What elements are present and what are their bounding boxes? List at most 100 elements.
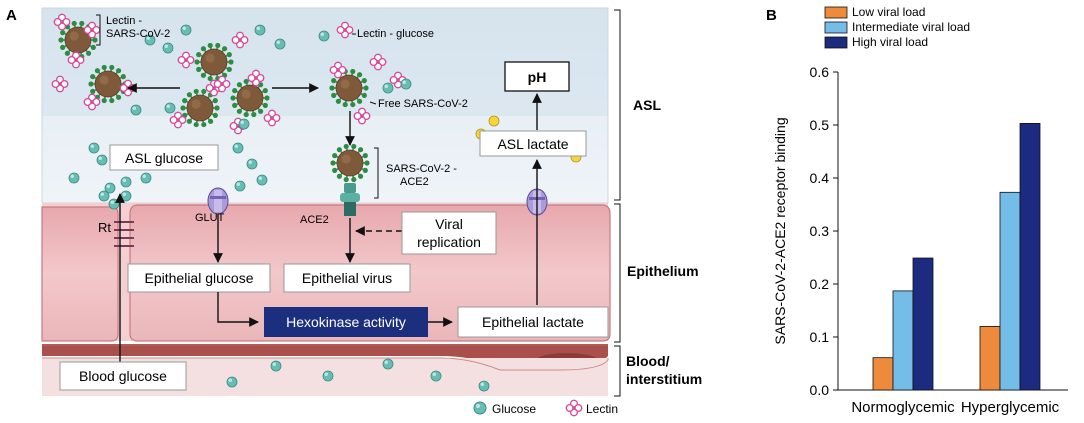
ace2-receptor-icon [340, 183, 360, 216]
glucose-icon [120, 176, 132, 188]
lectin-icon [213, 75, 231, 93]
ace2-bound-virus-icon [330, 143, 370, 183]
y-tick-label: 0.3 [810, 223, 830, 239]
lectin-icon [177, 51, 195, 69]
virus-group [58, 20, 370, 183]
glucose-icon [322, 370, 334, 382]
glucose-icon [318, 30, 330, 42]
y-axis-label: SARS-CoV-2-ACE2 receptor binding [772, 117, 788, 344]
bar [872, 357, 894, 391]
region-epithelium-label: Epithelium [627, 263, 699, 279]
lectin-bound-virus-icon [194, 42, 234, 82]
blood-glucose-label: Blood glucose [79, 368, 167, 384]
glucose-icon [478, 380, 490, 392]
epithelial-glucose-label: Epithelial glucose [145, 270, 254, 286]
glucose-icon [274, 38, 286, 50]
lectin-icon [329, 61, 347, 79]
glucose-icon [270, 360, 282, 372]
viral-replication-box [401, 211, 497, 255]
glut-label: GLUT [195, 212, 225, 224]
region-blood-label-2: interstitium [626, 371, 702, 387]
lectin-icon [336, 21, 354, 39]
glucose-icon [234, 180, 246, 192]
glut-transporter-icon [207, 187, 229, 215]
glucose-icon [232, 142, 244, 154]
free-cov2-label: Free SARS-CoV-2 [378, 98, 468, 110]
glucose-icon [140, 172, 152, 184]
epithelial-lactate-box [457, 306, 609, 338]
glucose-icon [68, 172, 80, 184]
epithelial-virus-box [283, 263, 411, 293]
glucose-icon [104, 182, 116, 194]
y-tick-label: 0.6 [810, 64, 830, 80]
lectin-cov2-label-1: Lectin - [106, 15, 142, 27]
bar [979, 325, 1001, 391]
asl-glucose-box [109, 144, 219, 171]
blood-glucose-box [59, 361, 187, 391]
legend-swatch [824, 21, 848, 34]
x-tick-label: Hyperglycemic [961, 399, 1060, 416]
region-blood-label-1: Blood/ [626, 353, 670, 369]
asl-glucose-label: ASL glucose [125, 150, 203, 166]
free-virus-icon [329, 68, 369, 108]
lectin-icon [369, 53, 387, 71]
glucose-icon [430, 370, 442, 382]
viral-replication-label-1: Viral [435, 216, 463, 232]
ph-box [504, 61, 570, 92]
asl-lactate-box [479, 130, 587, 157]
y-tick-label: 0.1 [810, 329, 830, 345]
x-tick-label: Normoglycemic [851, 399, 955, 416]
lectin-icon [169, 111, 187, 129]
lectin-legend-glyph [565, 399, 583, 417]
glucose-icon [254, 24, 266, 36]
lectin-icon [51, 75, 69, 93]
glucose-icon [256, 174, 268, 186]
lectin-icon [247, 69, 265, 87]
tight-junction-icon [114, 221, 134, 247]
lectin-icon [353, 107, 371, 125]
lectin-icon [83, 93, 101, 111]
lactate-icon [488, 115, 500, 127]
glucose-icon [120, 190, 132, 202]
asl-lactate-label: ASL lactate [497, 136, 568, 152]
glucose-legend-icon [473, 401, 487, 415]
bar [892, 290, 914, 391]
epithelial-glucose-box [127, 263, 271, 293]
lectin-icon [53, 13, 71, 31]
glucose-icon [88, 142, 100, 154]
rt-label: Rt [98, 220, 111, 235]
lectin-glucose-label: Lectin - glucose [357, 28, 434, 40]
panel-a: A Rt Lectin - SARS-CoV-2 [6, 7, 702, 417]
bar [912, 257, 934, 391]
epithelial-virus-label: Epithelial virus [302, 270, 392, 286]
glucose-icon [382, 358, 394, 370]
glucose-icon [144, 34, 156, 46]
legend-swatch [824, 36, 848, 49]
region-asl-label: ASL [633, 97, 661, 113]
glucose-icon [130, 104, 142, 116]
y-tick-label: 0.4 [810, 170, 830, 186]
glucose-icon [164, 102, 176, 114]
legend-label: High viral load [852, 35, 928, 49]
lectin-legend-icon [565, 399, 583, 417]
panel-a-label: A [6, 7, 17, 24]
hexokinase-label: Hexokinase activity [286, 314, 406, 330]
glucose-icon [162, 42, 174, 54]
legend-glucose-label: Glucose [492, 402, 536, 416]
ph-label: pH [528, 69, 547, 85]
y-tick-label: 0.0 [810, 382, 830, 398]
legend-swatch [824, 6, 848, 19]
panel-b-label: B [766, 7, 777, 24]
hexokinase-box [264, 307, 428, 337]
epithelial-lactate-label: Epithelial lactate [482, 314, 584, 330]
y-tick-label: 0.5 [810, 117, 830, 133]
glucose-icon [226, 376, 238, 388]
viral-replication-label-2: replication [417, 234, 481, 250]
lectin-bound-virus-icon [180, 88, 220, 128]
glucose-icon [400, 78, 412, 90]
ace2-label: ACE2 [300, 214, 329, 226]
glucose-icon [96, 154, 108, 166]
